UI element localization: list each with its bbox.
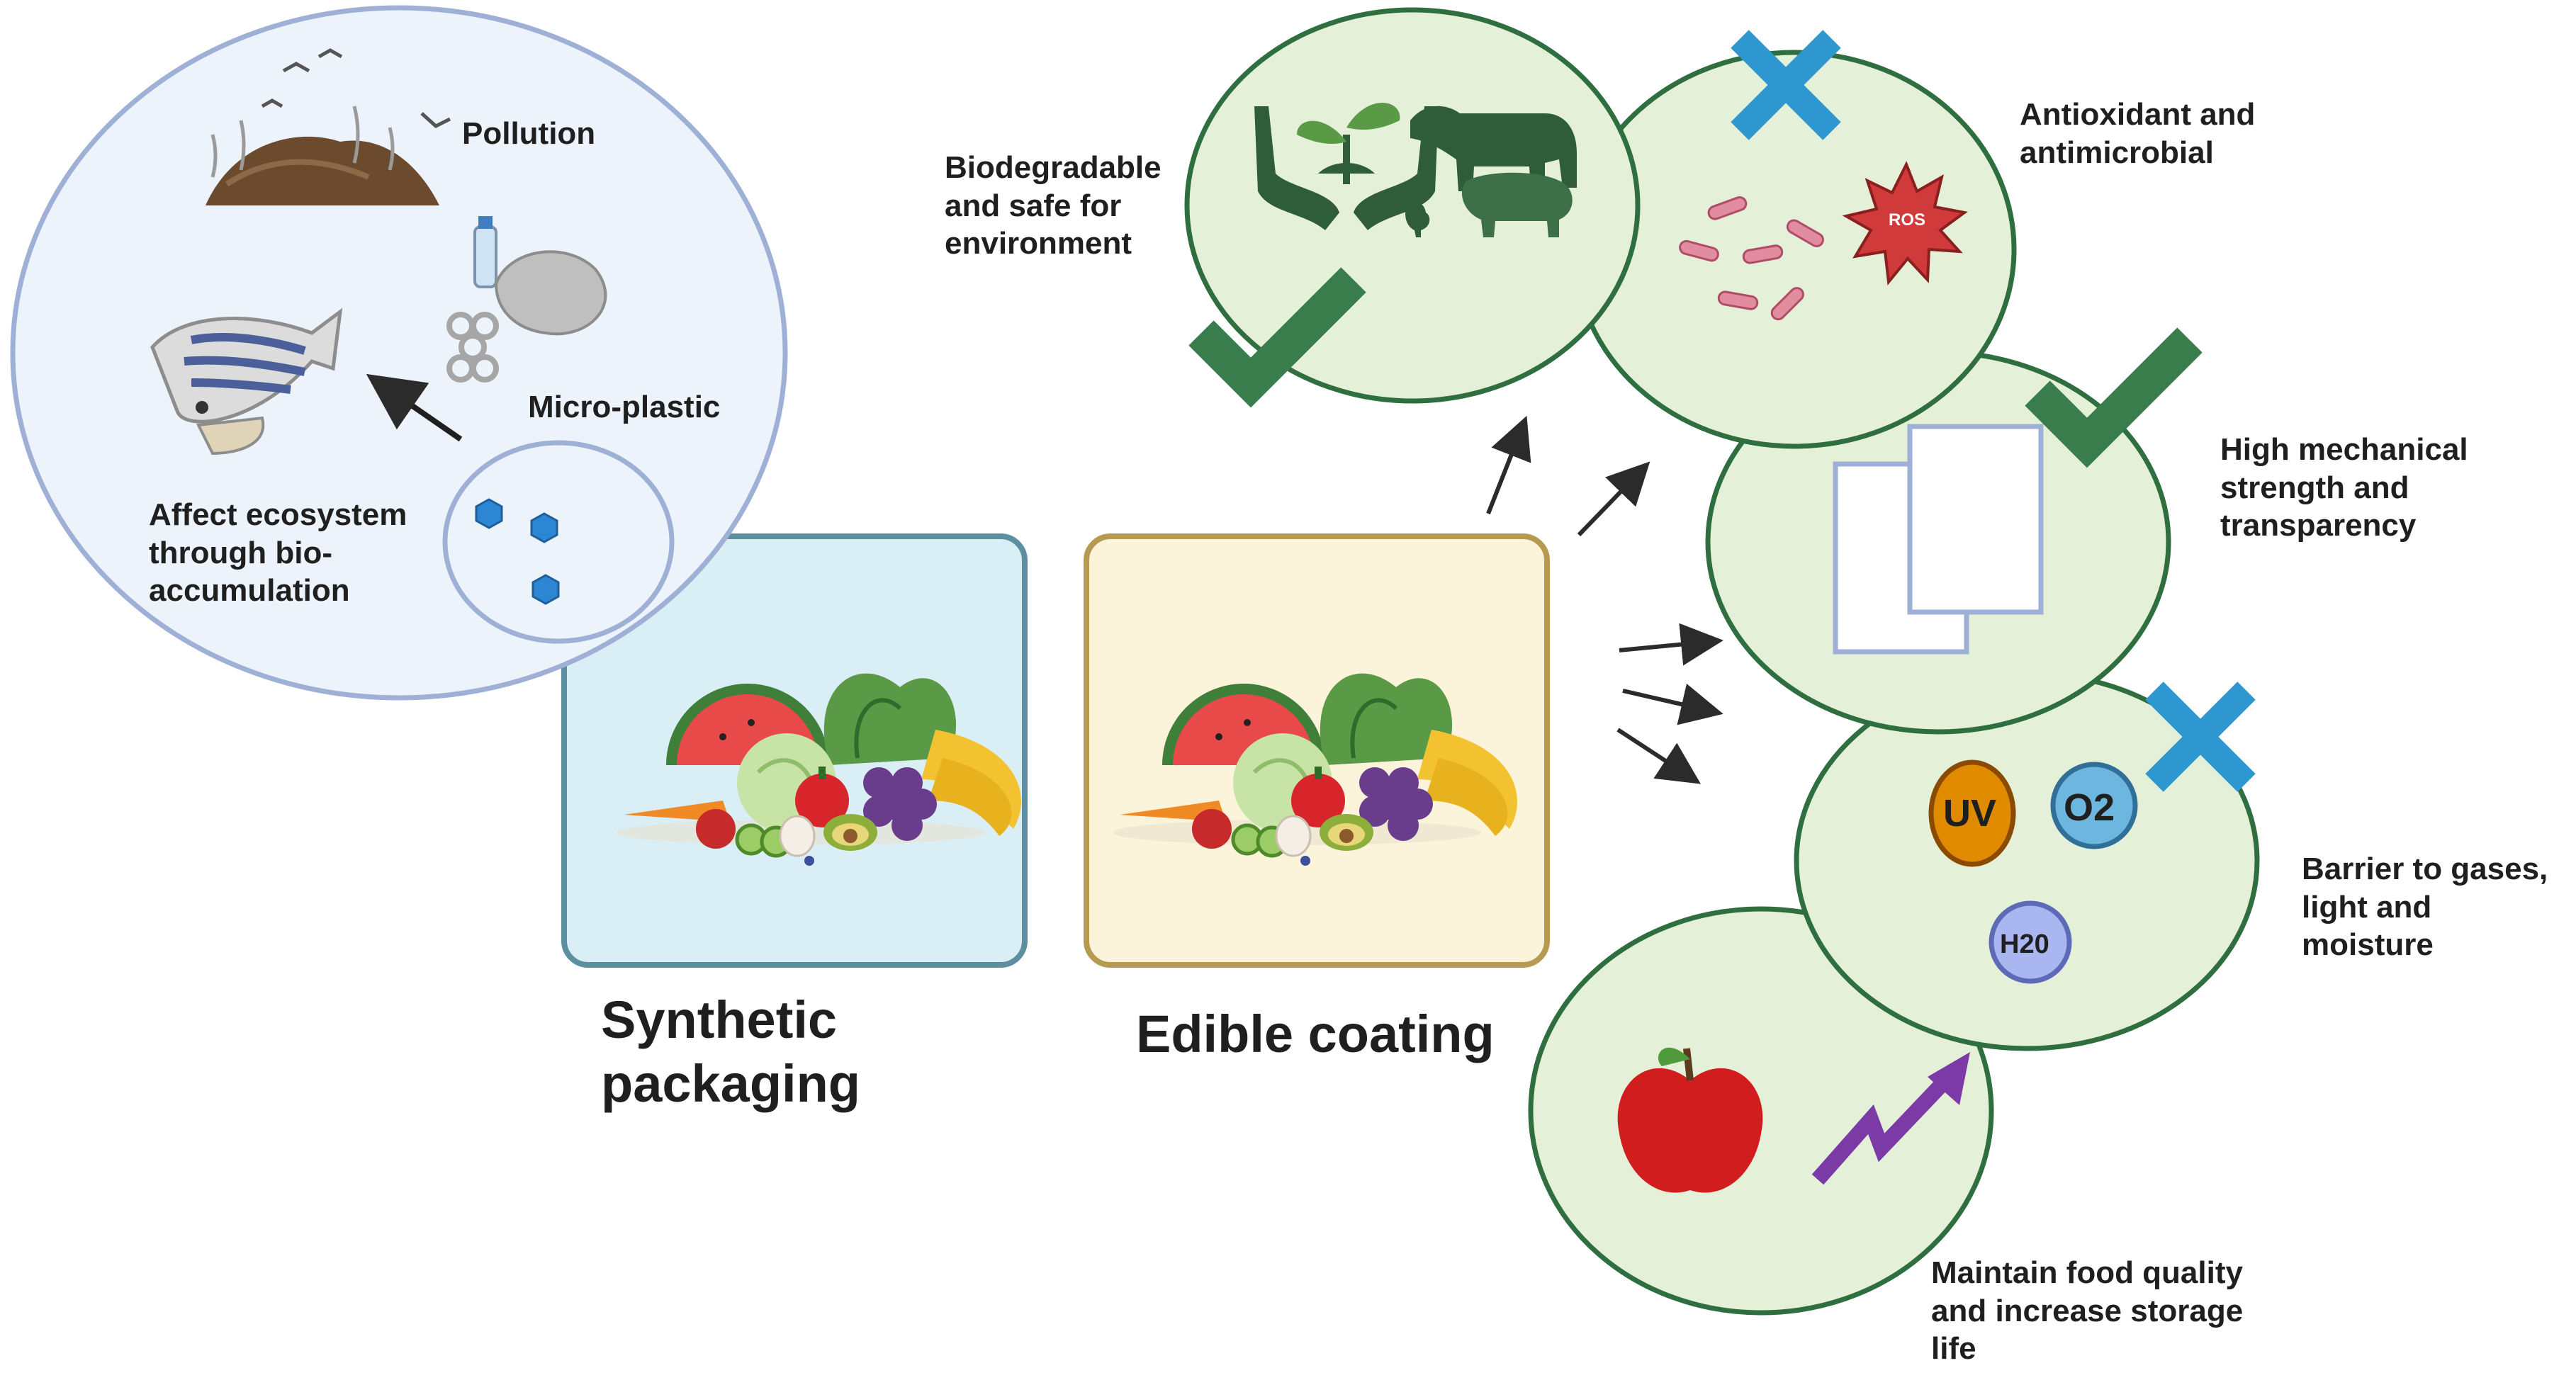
o2-label: O2 bbox=[2064, 786, 2115, 829]
plastic-waste-icon bbox=[446, 216, 607, 383]
livestock-icon bbox=[1405, 106, 1577, 237]
plant-hands-icon bbox=[1254, 103, 1439, 230]
bacteria-icon bbox=[1679, 196, 1824, 321]
apple-icon bbox=[1617, 1047, 1763, 1193]
ros-label: ROS bbox=[1889, 210, 1926, 230]
microplastic-particle bbox=[530, 512, 558, 543]
film-sheet-front bbox=[1907, 424, 2044, 615]
barrier-label: Barrier to gases, light and moisture bbox=[2302, 852, 2548, 963]
edible-coating-title: Edible coating bbox=[1136, 1005, 1495, 1063]
mechanical-label: High mechanical strength and transparenc… bbox=[2220, 432, 2468, 543]
food-quality-label: Maintain food quality and increase stora… bbox=[1931, 1255, 2244, 1367]
h2o-icon bbox=[1989, 900, 2072, 984]
ros-starburst-icon bbox=[1842, 161, 1968, 286]
microplastic-circle bbox=[442, 440, 675, 644]
ecosystem-effect-label: Affect ecosystem through bio- accumulati… bbox=[149, 497, 407, 609]
uv-label: UV bbox=[1943, 792, 1997, 835]
bioaccumulation-arrow bbox=[366, 373, 463, 442]
pollution-label: Pollution bbox=[462, 116, 596, 151]
uv-icon bbox=[1928, 759, 2016, 867]
synthetic-packaging-title: Synthetic packaging bbox=[601, 990, 860, 1114]
fish-icon bbox=[150, 307, 343, 456]
landfill-icon bbox=[206, 48, 451, 205]
o2-icon bbox=[2050, 762, 2138, 849]
benefit-arrows bbox=[1486, 415, 1723, 784]
antioxidant-label: Antioxidant and antimicrobial bbox=[2020, 97, 2256, 170]
trend-up-arrowhead bbox=[1928, 1052, 1970, 1105]
microplastic-label: Micro-plastic bbox=[528, 390, 721, 424]
biodegradable-label: Biodegradable and safe for environment bbox=[945, 150, 1162, 261]
trend-up-arrow bbox=[1811, 1068, 1958, 1185]
mechanical-check-icon bbox=[2037, 340, 2190, 443]
h2o-label: H20 bbox=[2000, 929, 2049, 959]
microplastic-particle bbox=[531, 574, 560, 605]
microplastic-particle bbox=[475, 498, 503, 529]
